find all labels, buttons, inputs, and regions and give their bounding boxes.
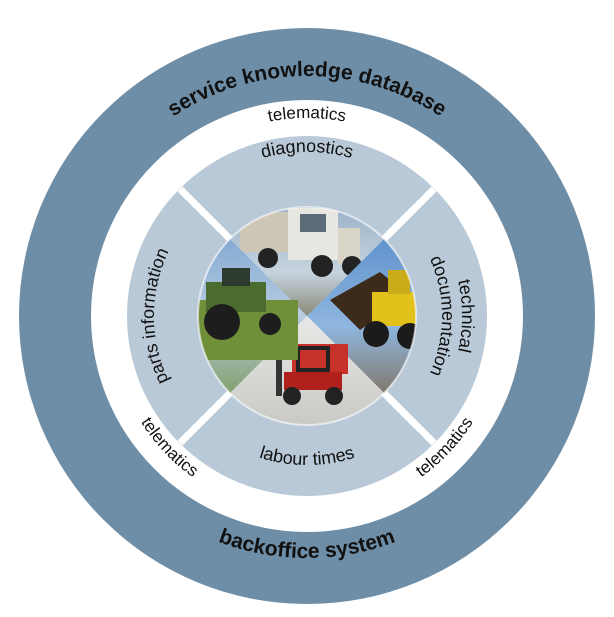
svg-text:telematics: telematics [266,103,347,126]
center-photo-collage [198,207,416,425]
truck-photo [198,207,416,316]
loader-photo [307,207,416,425]
tractor-photo [198,207,307,425]
technical-label: technical [454,277,478,354]
telematics-label-top: telematics [266,103,347,126]
svg-text:technical: technical [454,277,478,354]
forklift-photo [198,316,416,425]
